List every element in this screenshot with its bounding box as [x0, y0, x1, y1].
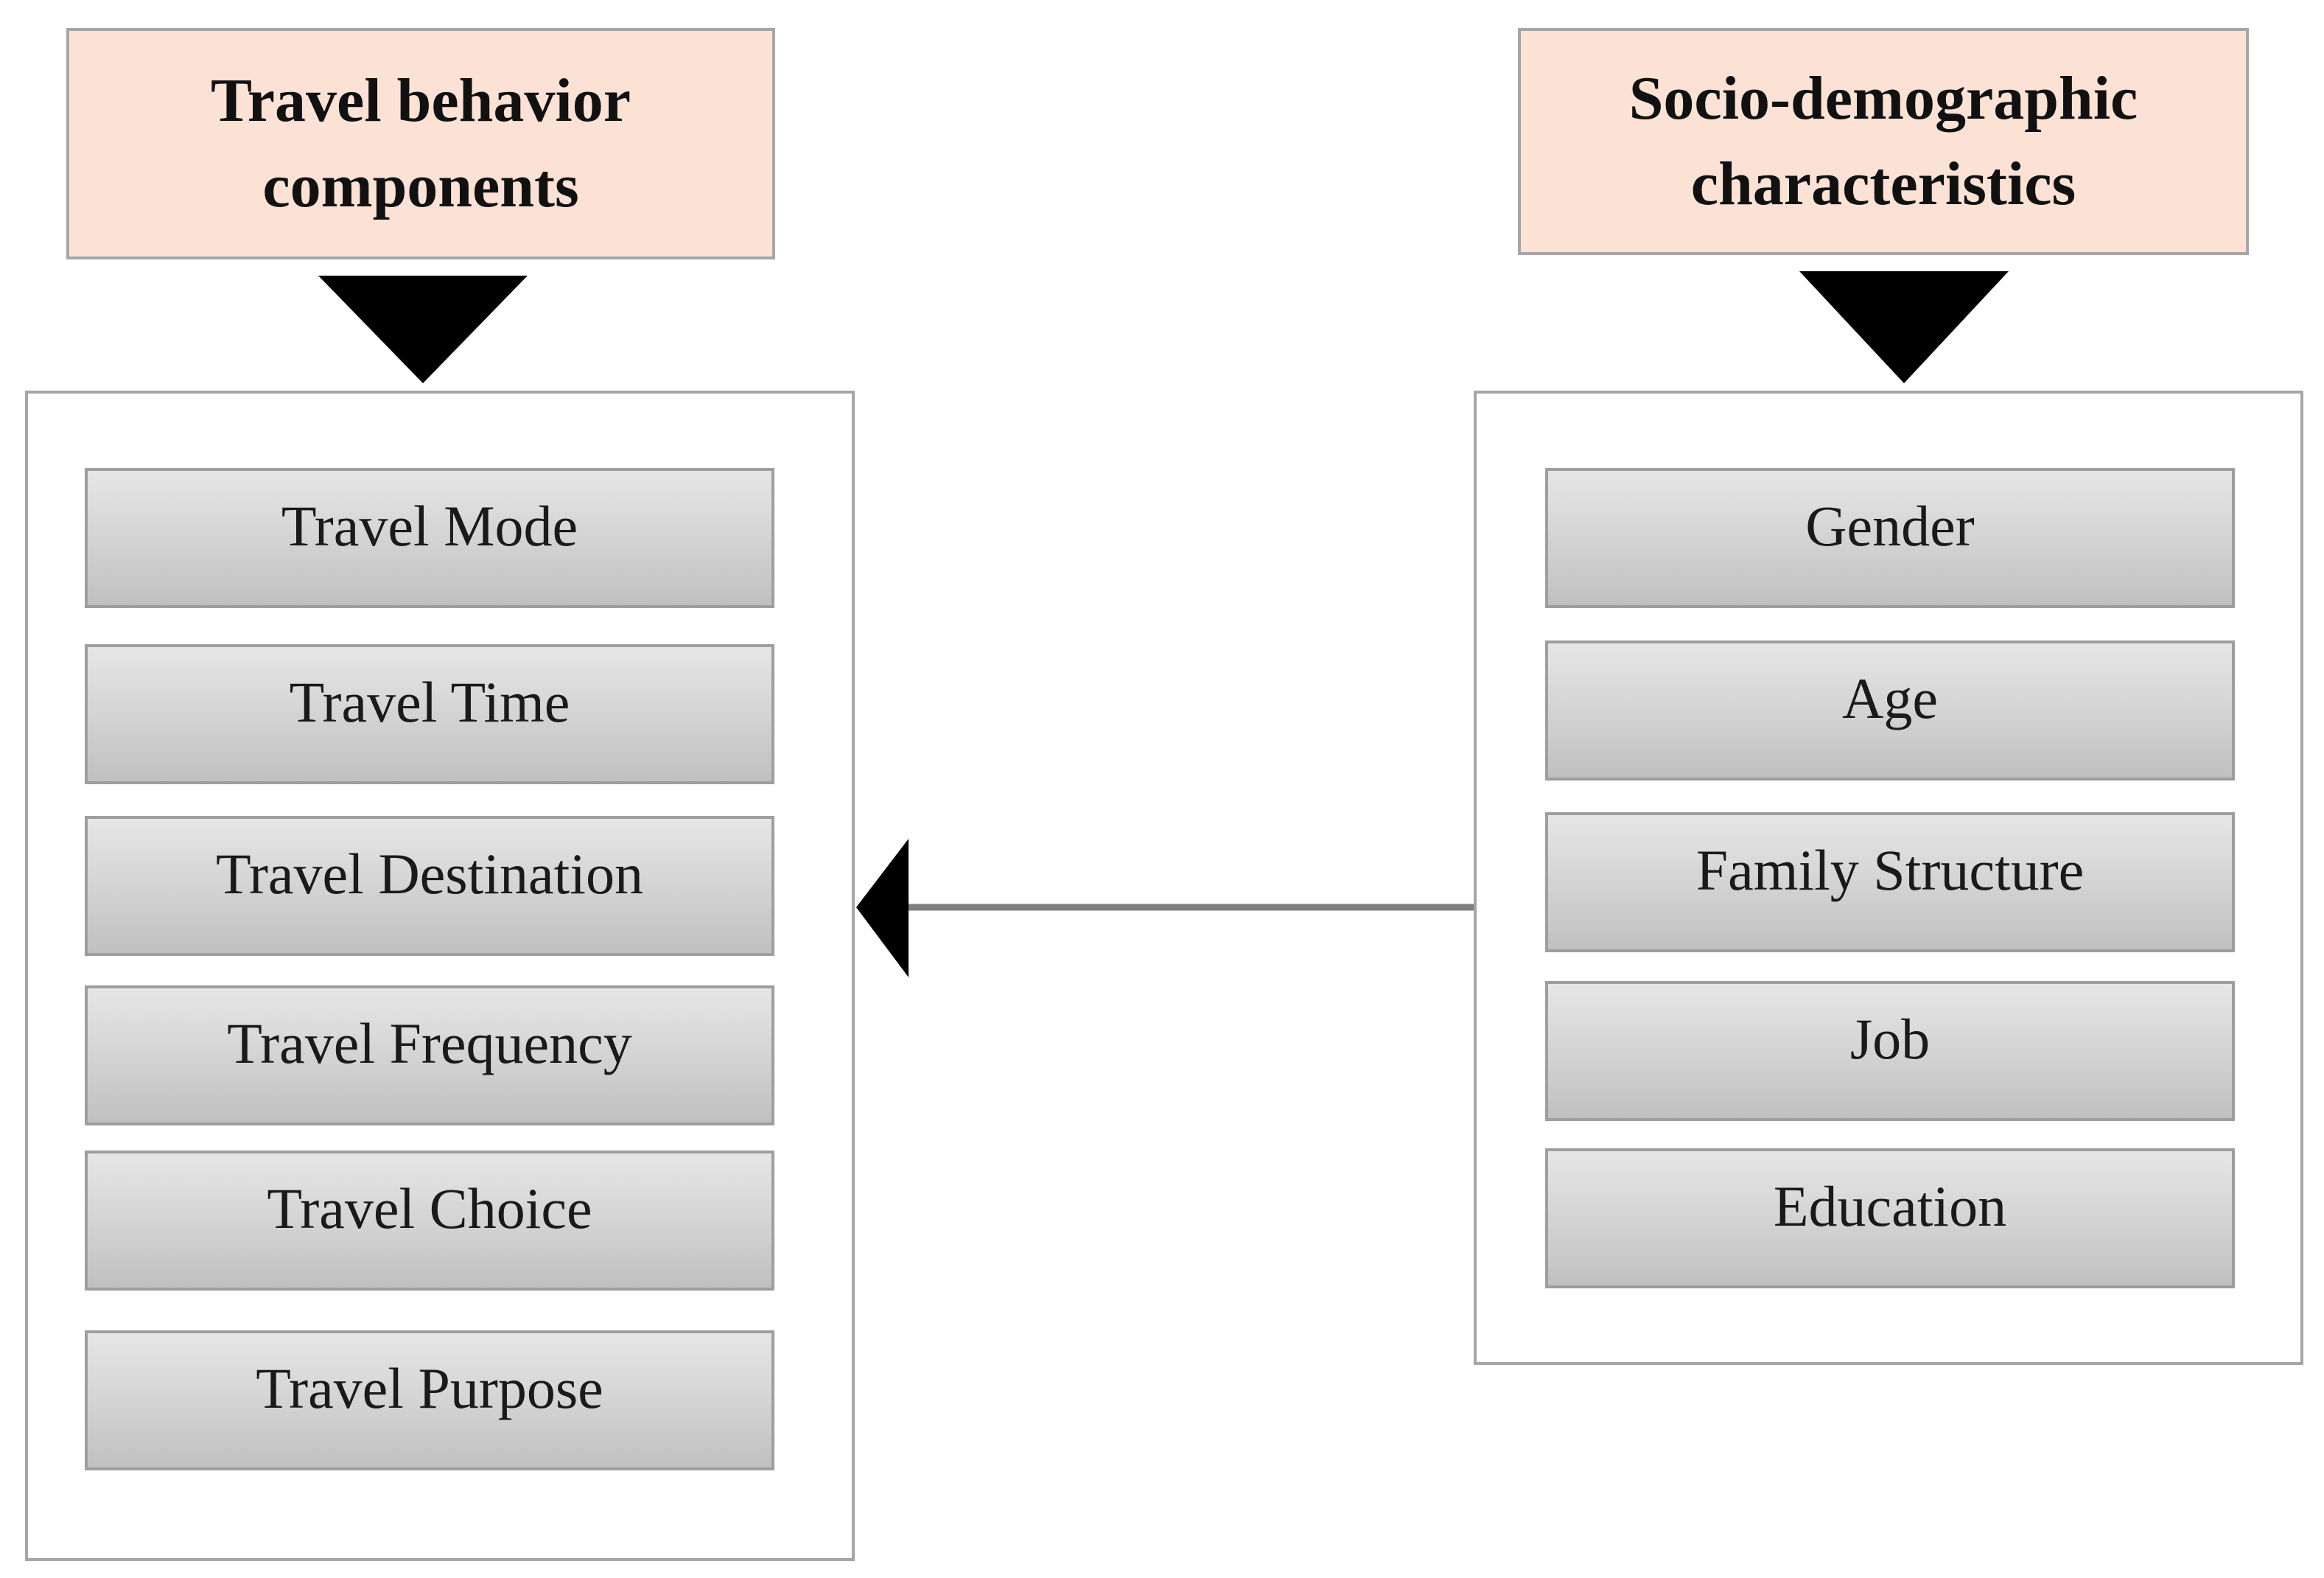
list-item-label: Travel Time: [289, 670, 570, 734]
list-item-label: Travel Destination: [216, 842, 643, 906]
list-item-travel-frequency: Travel Frequency: [85, 985, 774, 1125]
list-item-age: Age: [1545, 640, 2235, 781]
list-item-label: Gender: [1805, 494, 1975, 558]
left-header-down-arrow: [318, 276, 528, 383]
list-item-education: Education: [1545, 1148, 2235, 1288]
socio-demographic-header-label: Socio-demographic characteristics: [1628, 64, 2138, 218]
list-item-travel-purpose: Travel Purpose: [85, 1330, 774, 1470]
list-item-label: Travel Mode: [281, 494, 578, 558]
travel-behavior-header-label: Travel behavior components: [210, 66, 631, 220]
list-item-label: Travel Purpose: [256, 1356, 603, 1420]
list-item-label: Family Structure: [1695, 838, 2085, 902]
list-item-label: Job: [1849, 1007, 1931, 1071]
list-item-job: Job: [1545, 981, 2235, 1121]
list-item-travel-mode: Travel Mode: [85, 468, 774, 608]
list-item-family-structure: Family Structure: [1545, 812, 2235, 952]
right-header-down-arrow: [1799, 271, 2009, 383]
list-item-label: Travel Choice: [267, 1176, 592, 1240]
list-item-travel-time: Travel Time: [85, 644, 774, 784]
list-item-label: Travel Frequency: [227, 1011, 632, 1075]
list-item-travel-destination: Travel Destination: [85, 816, 774, 956]
socio-demographic-header: Socio-demographic characteristics: [1518, 28, 2249, 255]
list-item-travel-choice: Travel Choice: [85, 1151, 774, 1291]
list-item-label: Education: [1773, 1174, 2007, 1238]
travel-behavior-header: Travel behavior components: [66, 28, 775, 259]
list-item-gender: Gender: [1545, 468, 2235, 608]
connector-arrowhead: [856, 839, 909, 977]
list-item-label: Age: [1842, 666, 1938, 730]
